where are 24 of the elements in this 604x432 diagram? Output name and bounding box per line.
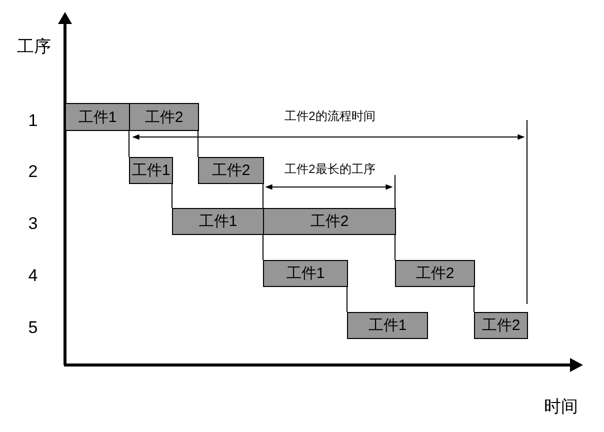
axis-label: 3 bbox=[27, 213, 39, 235]
axis-label: 2 bbox=[27, 161, 39, 183]
connector-line bbox=[262, 182, 264, 208]
task-bar: 工件1 bbox=[65, 103, 130, 131]
task-bar: 工件1 bbox=[172, 208, 264, 235]
task-bar: 工件2 bbox=[129, 103, 199, 131]
axis-label: 工件2最长的工序 bbox=[284, 161, 376, 178]
axis-label: 时间 bbox=[543, 396, 579, 418]
axis-label: 工件2的流程时间 bbox=[284, 108, 376, 125]
task-bar: 工件2 bbox=[395, 260, 475, 287]
task-bar: 工件2 bbox=[474, 312, 528, 339]
connector-line bbox=[346, 286, 348, 312]
connector-line bbox=[262, 234, 264, 260]
task-bar: 工件2 bbox=[198, 157, 264, 184]
axis-label: 4 bbox=[27, 265, 39, 287]
task-bar: 工件1 bbox=[347, 312, 428, 339]
connector-line bbox=[394, 234, 396, 260]
task-bar: 工件1 bbox=[263, 260, 348, 287]
axis-label: 1 bbox=[27, 110, 39, 132]
task-bar: 工件2 bbox=[263, 208, 396, 235]
axis-label: 工序 bbox=[16, 36, 52, 58]
connector-line bbox=[128, 130, 130, 158]
task-bar: 工件1 bbox=[129, 157, 173, 184]
axis-label: 5 bbox=[27, 317, 39, 339]
